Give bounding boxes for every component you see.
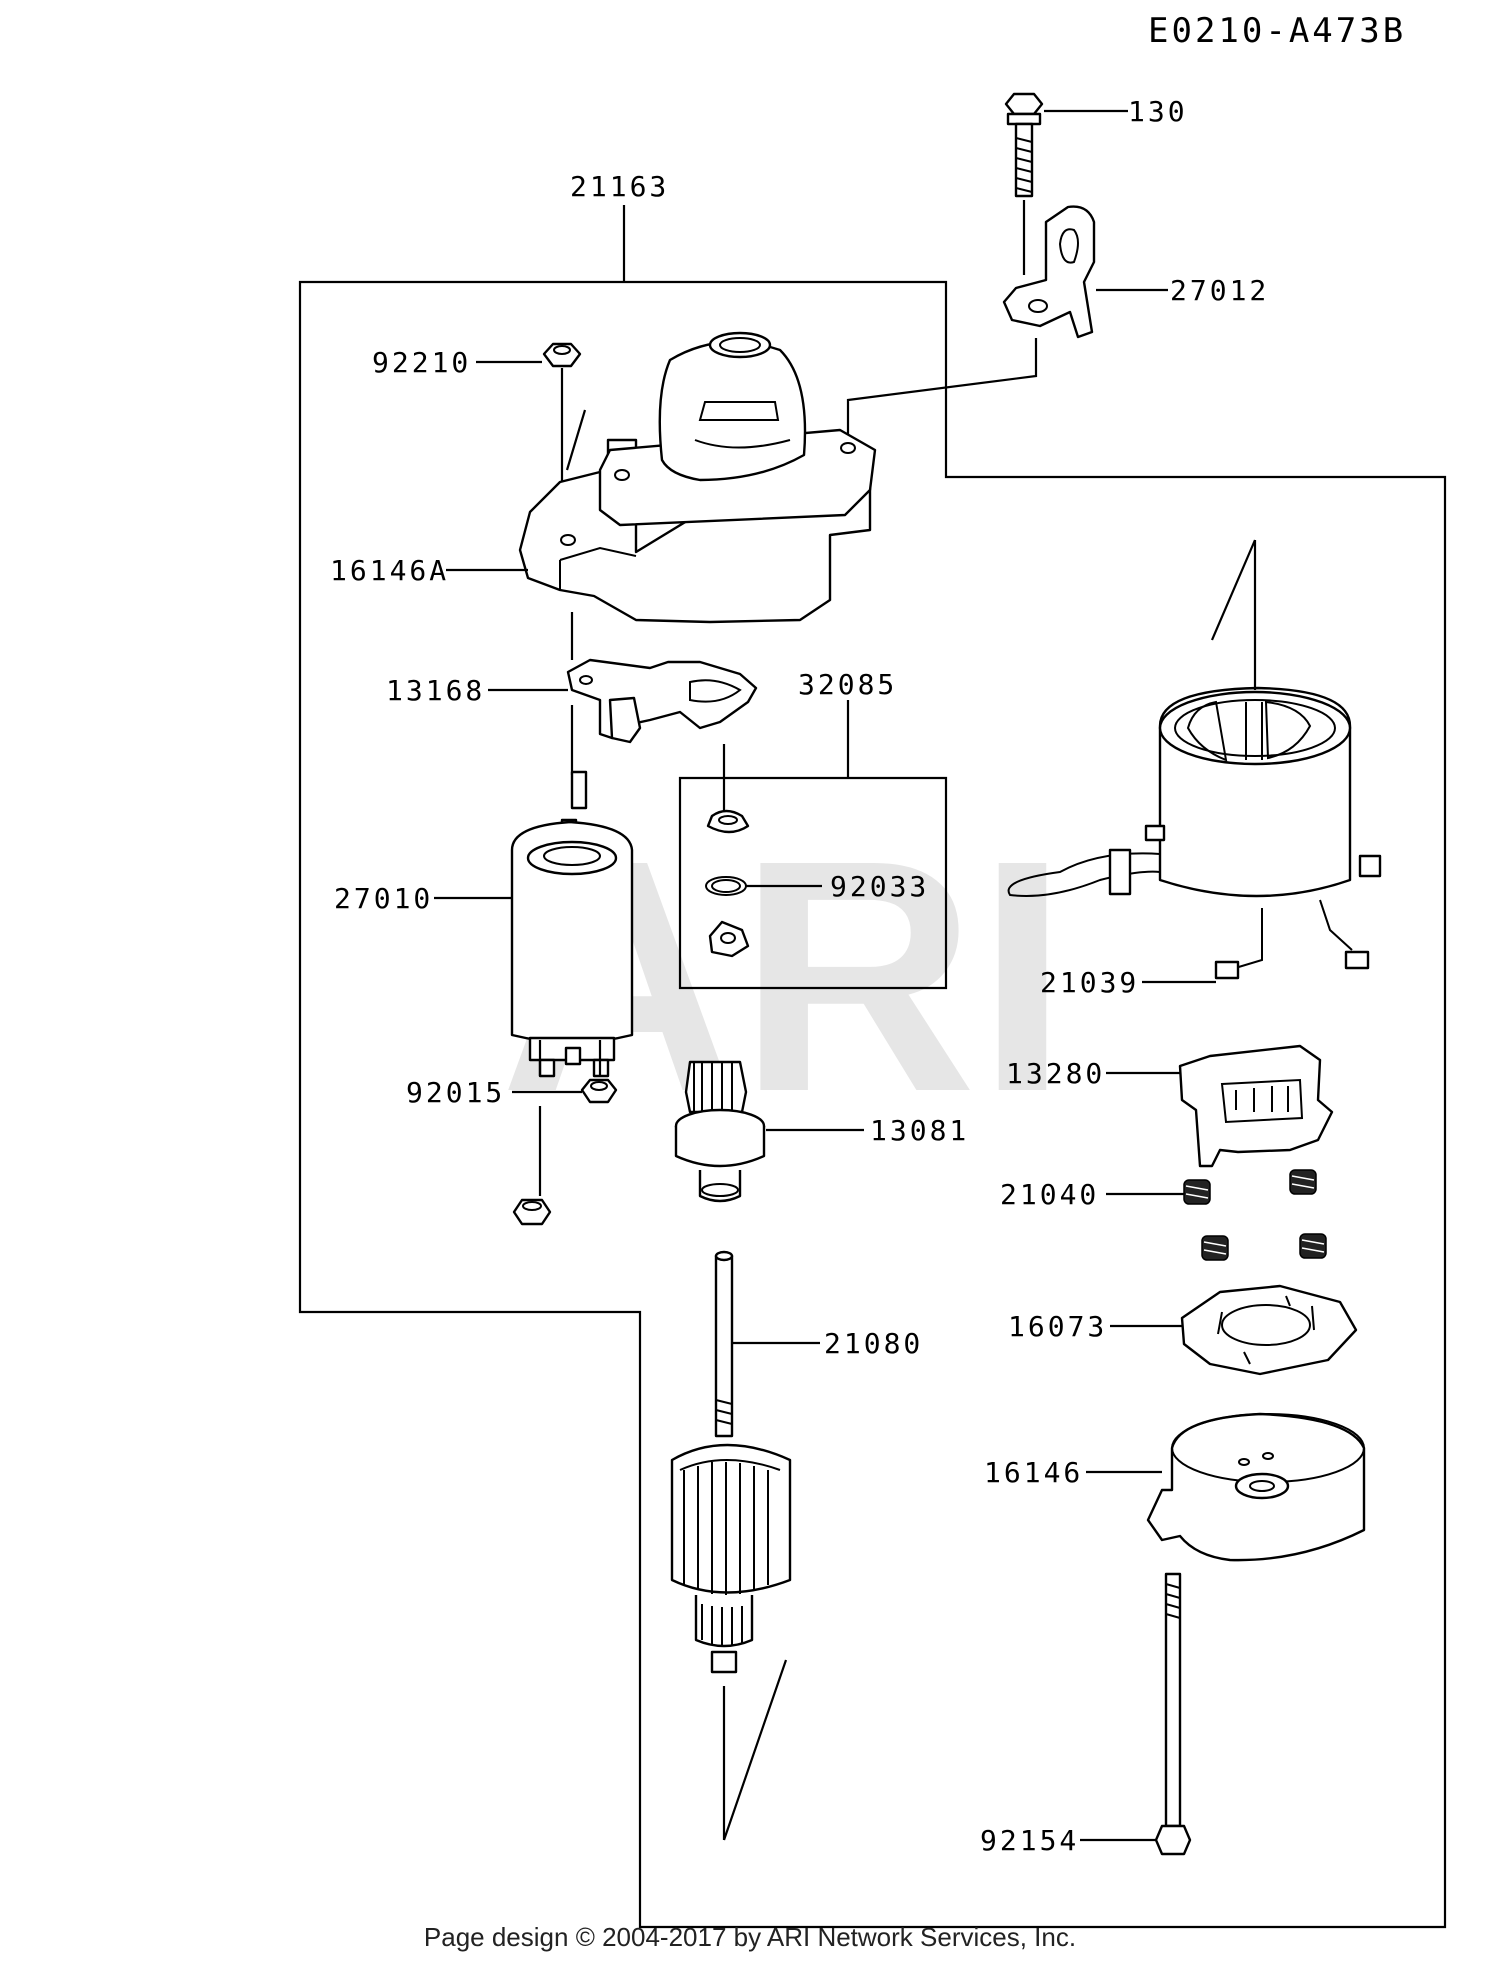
label-21039: 21039 xyxy=(1040,966,1139,999)
collar-32085[interactable] xyxy=(706,809,750,834)
nut-92015-lower[interactable] xyxy=(512,1198,552,1226)
armature-21080[interactable] xyxy=(670,1250,792,1674)
kit-box-32085 xyxy=(678,776,948,990)
front-housing-16146A[interactable] xyxy=(518,331,877,624)
nut-92210[interactable] xyxy=(542,342,582,368)
label-92210: 92210 xyxy=(372,346,471,379)
nut-92015[interactable] xyxy=(580,1078,618,1104)
label-27012: 27012 xyxy=(1170,274,1269,307)
through-bolt-92154[interactable] xyxy=(1154,1572,1192,1856)
spring-21040[interactable] xyxy=(1183,1169,1327,1261)
label-13081: 13081 xyxy=(870,1114,969,1147)
yoke-21039[interactable] xyxy=(1007,686,1382,980)
rear-cover-16146[interactable] xyxy=(1146,1412,1366,1562)
label-16146A: 16146A xyxy=(330,554,449,587)
label-13168: 13168 xyxy=(386,674,485,707)
bracket-27012[interactable] xyxy=(1002,205,1096,339)
label-32085: 32085 xyxy=(798,668,897,701)
brush-holder-13280[interactable] xyxy=(1178,1044,1334,1168)
shift-lever-13168[interactable] xyxy=(566,658,758,744)
label-13280: 13280 xyxy=(1006,1057,1105,1090)
diagram-code: E0210-A473B xyxy=(1148,11,1406,51)
label-16146: 16146 xyxy=(984,1456,1083,1489)
label-16073: 16073 xyxy=(1008,1310,1107,1343)
assembly-boundary xyxy=(298,280,1447,1929)
label-92015: 92015 xyxy=(406,1076,505,1109)
label-130: 130 xyxy=(1128,95,1188,128)
label-92033: 92033 xyxy=(830,870,929,903)
label-21163: 21163 xyxy=(570,170,669,203)
bolt-130[interactable] xyxy=(1004,92,1044,198)
plate-16073[interactable] xyxy=(1180,1284,1358,1376)
retainer-32085[interactable] xyxy=(708,920,750,958)
leader-21039-up xyxy=(1210,539,1257,690)
label-21040: 21040 xyxy=(1000,1178,1099,1211)
page-footer: Page design © 2004-2017 by ARI Network S… xyxy=(423,1922,1077,1952)
pinion-13081[interactable] xyxy=(674,1060,766,1203)
leader-bracket-housing xyxy=(846,338,1038,440)
label-92154: 92154 xyxy=(980,1824,1079,1857)
solenoid-27010[interactable] xyxy=(510,770,634,1078)
label-27010: 27010 xyxy=(334,882,433,915)
label-21080: 21080 xyxy=(824,1327,923,1360)
leader-21080-down xyxy=(722,1659,788,1841)
